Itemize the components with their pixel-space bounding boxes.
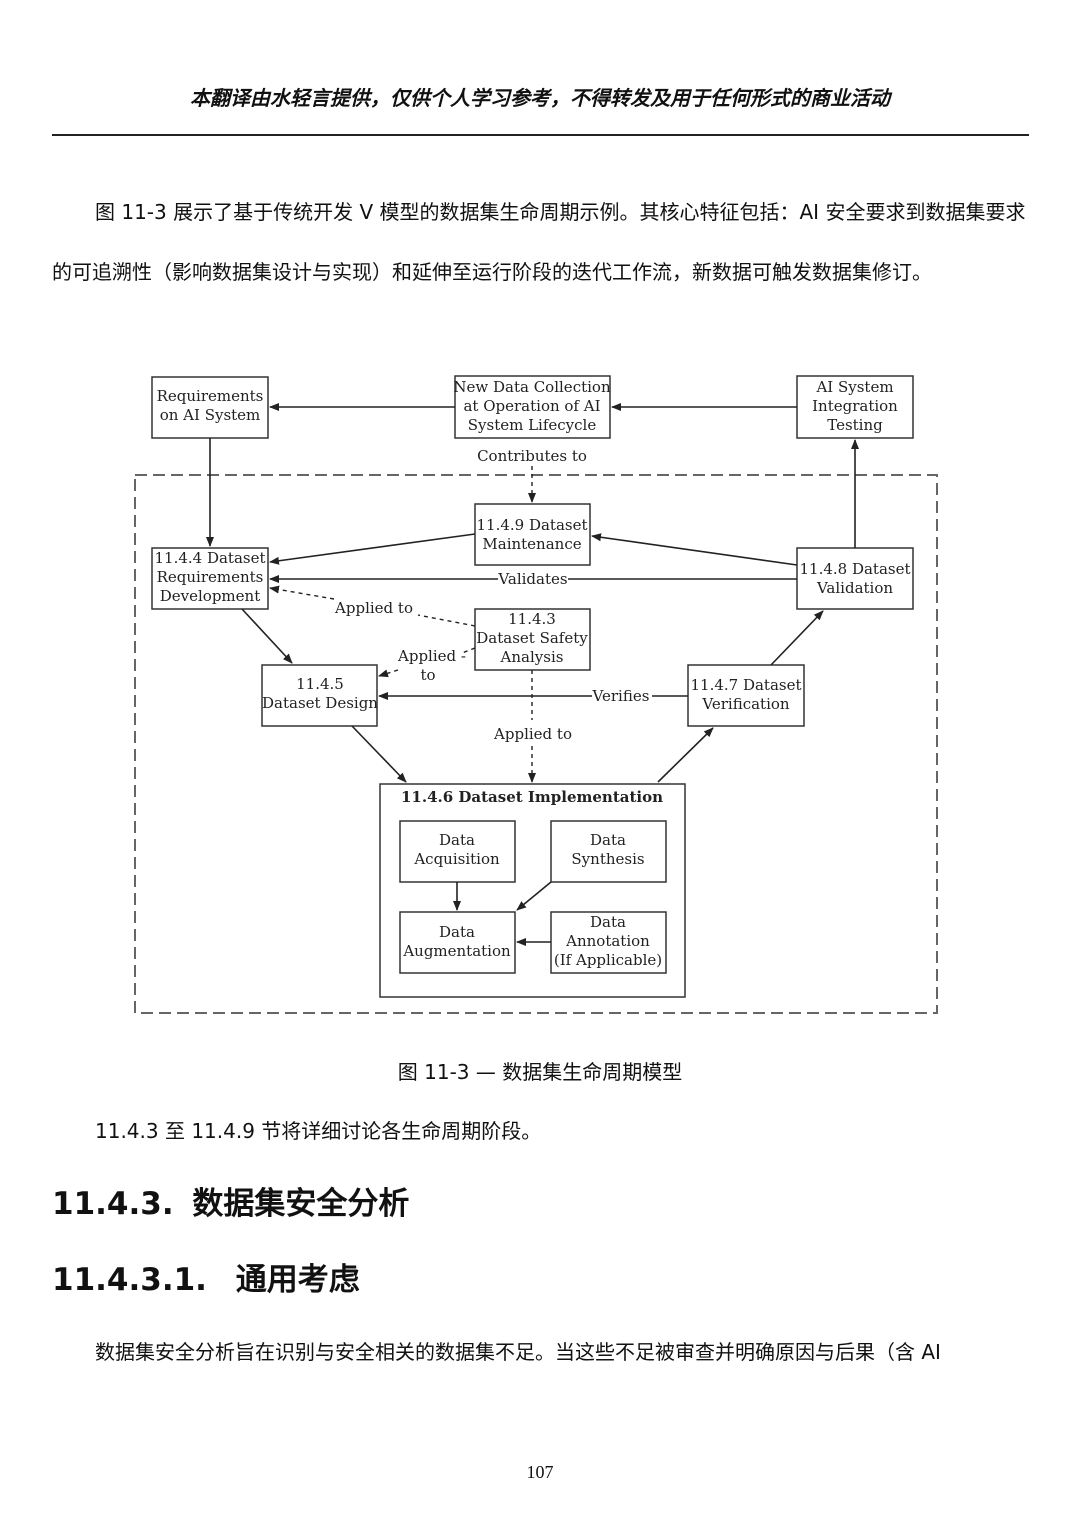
arrow-applied-to-reqdev-a <box>417 614 476 627</box>
label-applied-to-reqdev: Applied to <box>334 599 413 617</box>
subsection-number: 11.4.3.1. <box>52 1262 207 1298</box>
arrow-maintenance-to-reqdev <box>269 533 476 565</box>
intro-paragraph: 图 11-3 展示了基于传统开发 V 模型的数据集生命周期示例。其核心特征包括：… <box>52 200 1026 284</box>
label-validates: Validates <box>497 570 567 588</box>
body-paragraph: 数据集安全分析旨在识别与安全相关的数据集不足。当这些不足被审查并明确原因与后果（… <box>95 1340 941 1364</box>
figure-caption: 图 11-3 — 数据集生命周期模型 <box>397 1060 683 1084</box>
section-title: 数据集安全分析 <box>192 1186 410 1222</box>
label-applied-to-implementation: Applied to <box>493 725 572 743</box>
section-overview-note: 11.4.3 至 11.4.9 节将详细讨论各生命周期阶段。 <box>95 1119 542 1143</box>
page-number: 107 <box>526 1462 554 1482</box>
lifecycle-boundary <box>134 474 938 1014</box>
arrow-applied-to-design-b <box>378 669 399 678</box>
label-contributes-to: Contributes to <box>477 447 587 465</box>
arrow-reqdev-to-design <box>241 608 293 664</box>
label-verifies: Verifies <box>592 687 650 705</box>
arrow-applied-to-design-a <box>461 647 476 654</box>
arrow-validation-to-maintenance <box>591 533 798 566</box>
header-notice: 本翻译由水轻言提供，仅供个人学习参考，不得转发及用于任何形式的商业活动 <box>190 86 890 110</box>
arrow-verification-to-validation <box>770 610 824 666</box>
header-rule <box>52 134 1029 136</box>
subsection-title: 通用考虑 <box>235 1262 360 1298</box>
subsection-heading: 11.4.3.1. 通用考虑 <box>52 1254 360 1299</box>
arrow-synthesis-to-augmentation <box>516 881 552 911</box>
section-number: 11.4.3. <box>52 1186 174 1222</box>
section-heading: 11.4.3. 数据集安全分析 <box>52 1178 409 1223</box>
arrow-implementation-to-verification <box>657 727 714 783</box>
label-applied-to-design: Applied -to <box>397 647 466 684</box>
arrow-applied-to-reqdev-b <box>269 585 335 600</box>
arrow-design-to-implementation <box>351 725 407 783</box>
svg-text:11.4.6 Dataset Implementation: 11.4.6 Dataset Implementation <box>401 788 663 806</box>
